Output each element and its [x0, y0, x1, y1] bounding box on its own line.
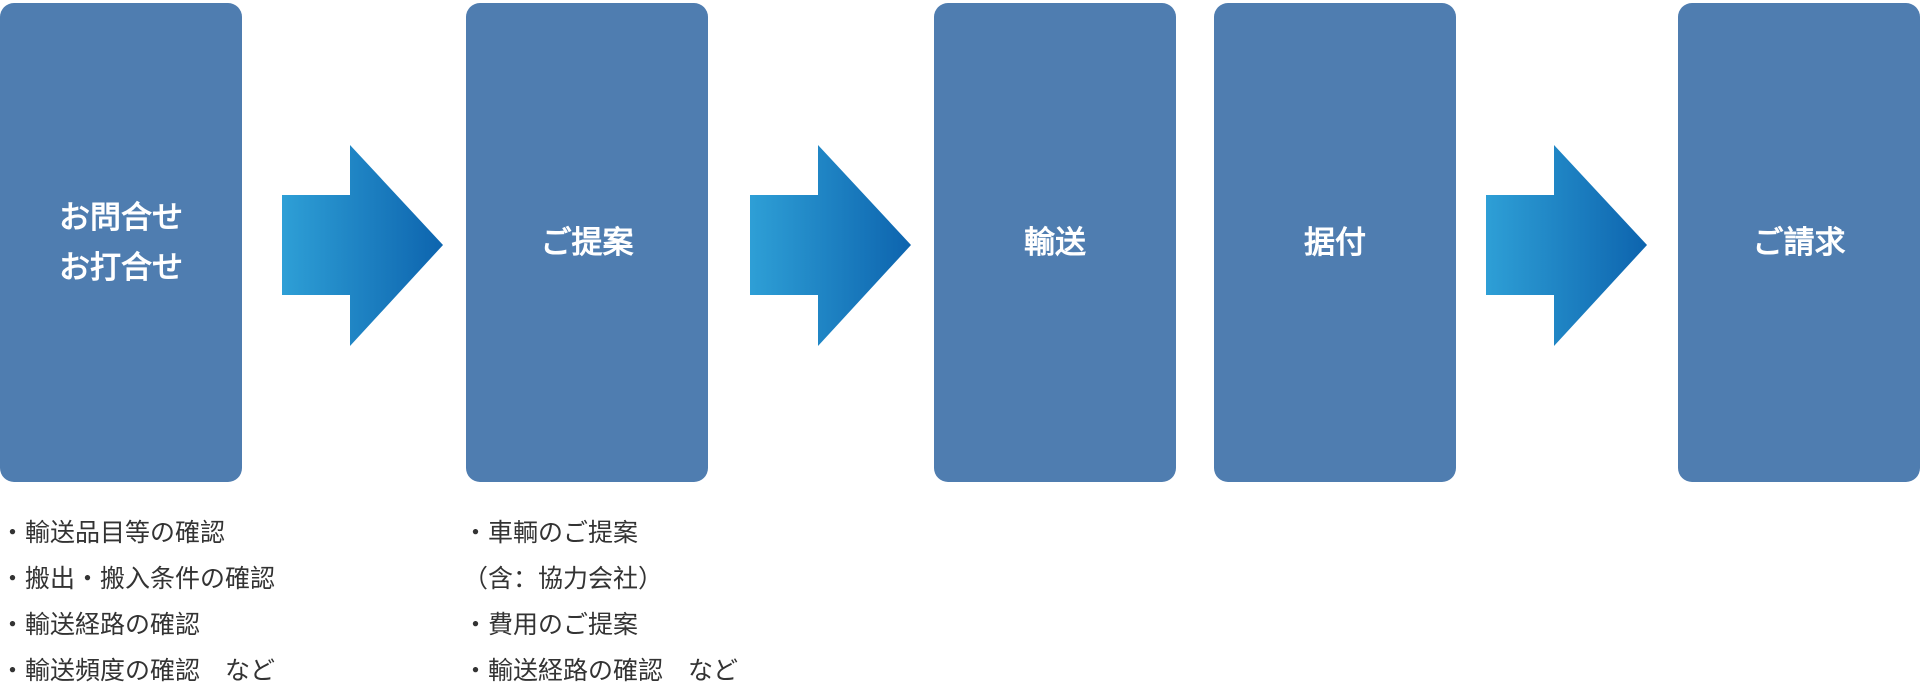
inquiry-note-item: ・搬出・搬入条件の確認 — [0, 564, 276, 593]
step-billing-label: ご請求 — [1753, 218, 1846, 268]
step-inquiry-label-line-1: お問合せ — [59, 199, 183, 236]
step-billing-label-line-1: ご請求 — [1752, 224, 1846, 261]
proposal-notes-list: ・車輌のご提案 （含：協力会社） ・費用のご提案 ・輸送経路の確認 など — [463, 510, 738, 694]
step-transport-label-line-1: 輸送 — [1024, 224, 1086, 261]
flow-arrow-icon-2 — [750, 145, 911, 346]
flow-arrow-icon-3 — [1486, 145, 1647, 346]
step-proposal-box: ご提案 — [466, 3, 708, 482]
step-proposal-label-line-1: ご提案 — [540, 224, 634, 261]
step-installation-label-line-1: 据付 — [1304, 224, 1366, 261]
proposal-note-item: ・車輌のご提案 — [463, 518, 639, 547]
proposal-note-item: ・費用のご提案 — [463, 610, 639, 639]
step-transport-box: 輸送 — [934, 3, 1176, 482]
step-inquiry-label-line-2: お打合せ — [59, 249, 183, 286]
proposal-note-item: （含：協力会社） — [463, 564, 664, 593]
step-inquiry-box: お問合せ お打合せ — [0, 3, 242, 482]
flow-arrow-icon-1 — [282, 145, 443, 346]
inquiry-note-item: ・輸送頻度の確認 など — [0, 656, 276, 685]
inquiry-note-item: ・輸送品目等の確認 — [0, 518, 226, 547]
proposal-note-item: ・輸送経路の確認 など — [463, 656, 739, 685]
inquiry-notes-list: ・輸送品目等の確認 ・搬出・搬入条件の確認 ・輸送経路の確認 ・輸送頻度の確認 … — [0, 510, 275, 694]
step-installation-box: 据付 — [1214, 3, 1456, 482]
step-transport-label: 輸送 — [1024, 218, 1086, 268]
inquiry-note-item: ・輸送経路の確認 — [0, 610, 201, 639]
step-proposal-label: ご提案 — [541, 218, 634, 268]
step-billing-box: ご請求 — [1678, 3, 1920, 482]
step-inquiry-label: お問合せ お打合せ — [59, 193, 183, 293]
step-installation-label: 据付 — [1304, 218, 1366, 268]
